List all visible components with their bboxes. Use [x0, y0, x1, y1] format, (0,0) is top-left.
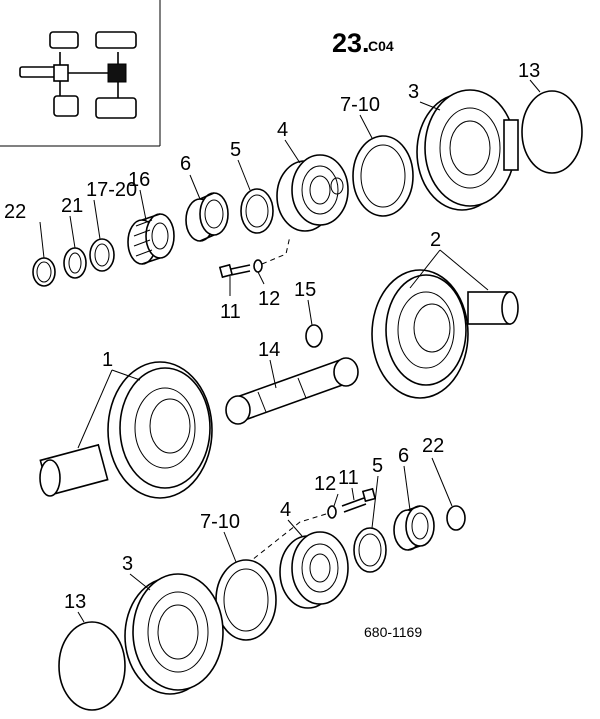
callout-13-top: 13: [518, 60, 540, 82]
part-2-ring-gear: [371, 269, 519, 399]
callout-4-top: 4: [277, 119, 288, 141]
part-22-snap-ring-bottom: [446, 505, 466, 531]
callout-14: 14: [258, 339, 280, 361]
part-7-10-shim-ring-top: [352, 135, 414, 217]
part-11-screw-bottom: [341, 487, 377, 513]
callout-7-10-bottom: 7-10: [200, 511, 240, 533]
callout-1: 1: [102, 349, 113, 371]
part-3-cover-bottom: [124, 573, 224, 695]
part-12-washer-top: [253, 259, 263, 273]
part-21-washer: [63, 247, 87, 279]
callout-11-bottom: 11: [338, 467, 359, 489]
part-4-housing-bottom: [279, 531, 349, 609]
part-16-roller-bearing: [127, 213, 175, 265]
callout-12-bottom: 12: [314, 473, 336, 495]
callout-2: 2: [430, 229, 441, 251]
page-number: 23.: [332, 28, 370, 58]
callout-3-top: 3: [408, 81, 419, 103]
callout-21: 21: [61, 195, 83, 217]
callout-13-bottom: 13: [64, 591, 86, 613]
callout-6-bottom: 6: [398, 445, 409, 467]
part-13-o-ring-top: [521, 90, 583, 174]
callout-22-bottom: 22: [422, 435, 444, 457]
part-13-o-ring-bottom: [58, 621, 126, 711]
callout-12-top: 12: [258, 288, 280, 310]
reference-code: 680-1169: [364, 624, 422, 640]
callout-17-20: 17-20: [86, 179, 137, 201]
callout-3-bottom: 3: [122, 553, 133, 575]
callout-15: 15: [294, 279, 316, 301]
callout-4-bottom: 4: [280, 499, 291, 521]
callout-11-top: 11: [220, 301, 241, 323]
part-15-circlip: [305, 324, 323, 348]
part-17-20-shims: [89, 238, 115, 272]
part-12-washer-bottom: [327, 505, 337, 519]
part-11-screw-top: [218, 263, 251, 279]
part-7-10-shim-ring-bottom: [215, 559, 277, 641]
callout-5-bottom: 5: [372, 455, 383, 477]
part-1-crown-wheel: [39, 361, 213, 499]
part-14-shaft: [225, 357, 359, 425]
vehicle-location-inset: [0, 0, 161, 147]
part-4-housing-top: [276, 154, 349, 232]
part-6-bearing-nut-top: [185, 192, 229, 242]
page-suffix: C04: [368, 38, 394, 54]
callout-5-top: 5: [230, 139, 241, 161]
part-6-bearing-nut-bottom: [393, 505, 435, 551]
callout-16: 16: [128, 169, 150, 191]
leader-lines: [39, 79, 541, 623]
callout-6-top: 6: [180, 153, 191, 175]
callout-22-top: 22: [4, 201, 26, 223]
part-22-snap-ring-top: [32, 257, 56, 287]
callout-7-10-top: 7-10: [340, 94, 380, 116]
part-5-bearing-cup-bottom: [353, 527, 387, 573]
part-3-cover-top: [416, 89, 519, 211]
part-5-bearing-cup-top: [240, 188, 274, 234]
